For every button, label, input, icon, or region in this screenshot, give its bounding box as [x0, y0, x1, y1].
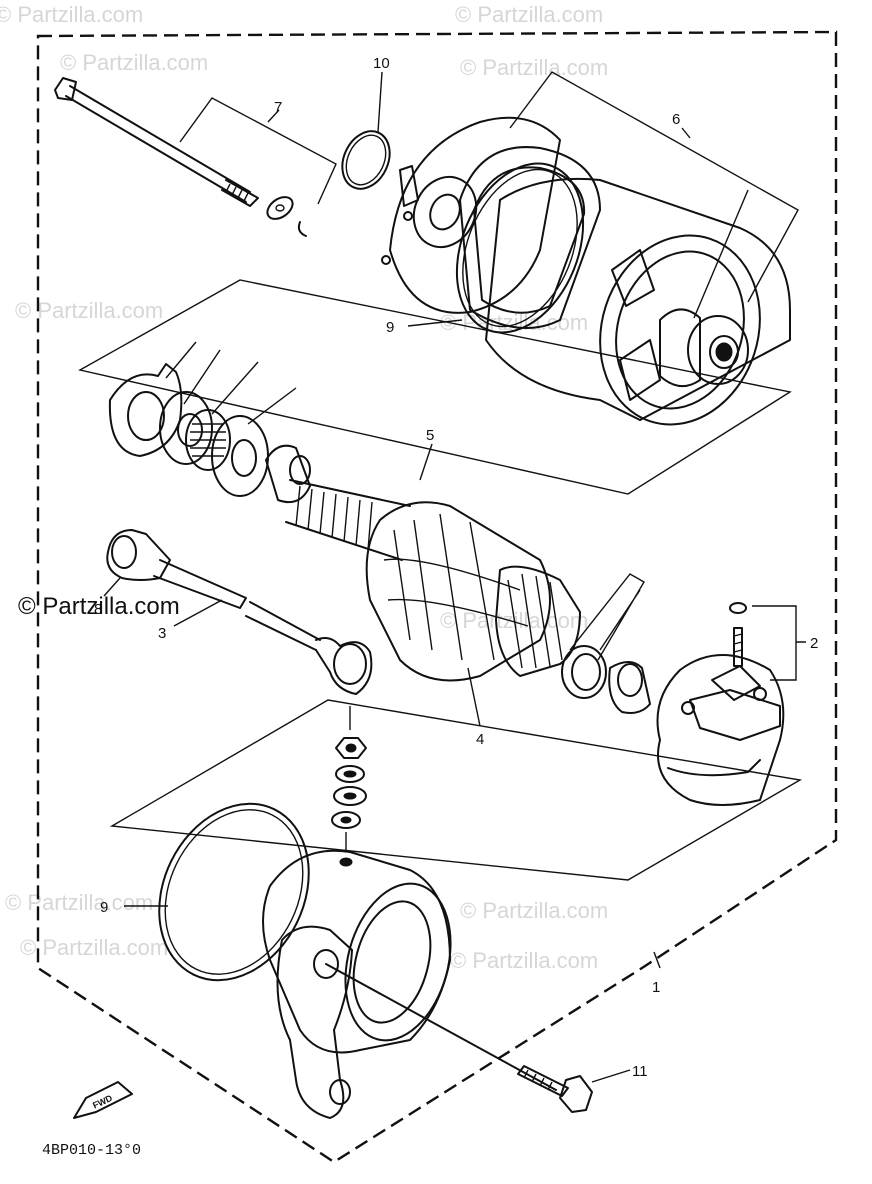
part-11-mounting-bolt — [325, 963, 593, 1113]
callout-7: 7 — [274, 99, 282, 116]
watermark-faint-2: © Partzilla.com — [455, 2, 603, 27]
leader-4 — [467, 667, 481, 727]
watermark-faint-7: © Partzilla.com — [460, 898, 608, 923]
part-8-boot — [106, 529, 247, 609]
leader-7 — [179, 97, 337, 205]
lower-group-outline — [109, 699, 803, 881]
callout-2: 2 — [810, 635, 818, 652]
callout-11: 11 — [632, 1063, 648, 1080]
callout-4: 4 — [476, 731, 484, 748]
part-4-armature — [285, 479, 651, 714]
watermark-faint-group: © Partzilla.com © Partzilla.com © Partzi… — [0, 2, 608, 973]
watermark-faint-10: © Partzilla.com — [450, 948, 598, 973]
callout-5: 5 — [426, 427, 434, 444]
leader-5-ticks — [165, 341, 297, 425]
watermark-main: © Partzilla.com — [18, 593, 180, 620]
part-6-front-cover-yoke — [381, 116, 791, 426]
leader-9-upper — [407, 319, 463, 327]
part-2-brush-holder — [656, 602, 785, 806]
drawing-code: 4BP010-13°0 — [42, 1142, 141, 1159]
leader-8 — [103, 577, 121, 597]
callout-10: 10 — [373, 55, 390, 72]
callout-8: 8 — [94, 601, 102, 618]
part-10-o-ring — [341, 130, 391, 190]
watermark-faint-3: © Partzilla.com — [60, 50, 208, 75]
watermark-faint-8: © Partzilla.com — [5, 890, 153, 915]
watermark-faint-5: © Partzilla.com — [15, 298, 163, 323]
leader-3 — [173, 599, 223, 627]
leader-11 — [591, 1069, 631, 1083]
leader-10 — [377, 71, 383, 133]
watermark-faint-4: © Partzilla.com — [460, 55, 608, 80]
callout-9-upper: 9 — [386, 319, 394, 336]
leader-1 — [653, 951, 661, 969]
watermark-faint-9: © Partzilla.com — [20, 935, 168, 960]
part-7-through-bolt — [54, 77, 307, 237]
rear-cover-housing — [262, 849, 452, 1119]
callout-6: 6 — [672, 111, 680, 128]
assembly-boundary-outline — [36, 30, 838, 1164]
callout-9-lower: 9 — [100, 899, 108, 916]
leader-4-ticks — [569, 573, 645, 661]
leader-6b — [693, 189, 749, 319]
terminal-nut-washers — [331, 706, 367, 852]
part-5-washers-and-bearing — [108, 363, 311, 504]
part-3-lead-wire — [245, 601, 373, 695]
part-9-o-ring-lower — [158, 802, 310, 982]
part-5-group-outline — [78, 279, 792, 495]
leader-6 — [509, 71, 799, 303]
callout-3: 3 — [158, 625, 166, 642]
callout-1: 1 — [652, 979, 660, 996]
watermark-faint-1: © Partzilla.com — [0, 2, 143, 27]
leader-2 — [752, 605, 806, 681]
leader-5 — [419, 443, 433, 481]
fwd-direction-arrow: FWD — [73, 1081, 133, 1119]
